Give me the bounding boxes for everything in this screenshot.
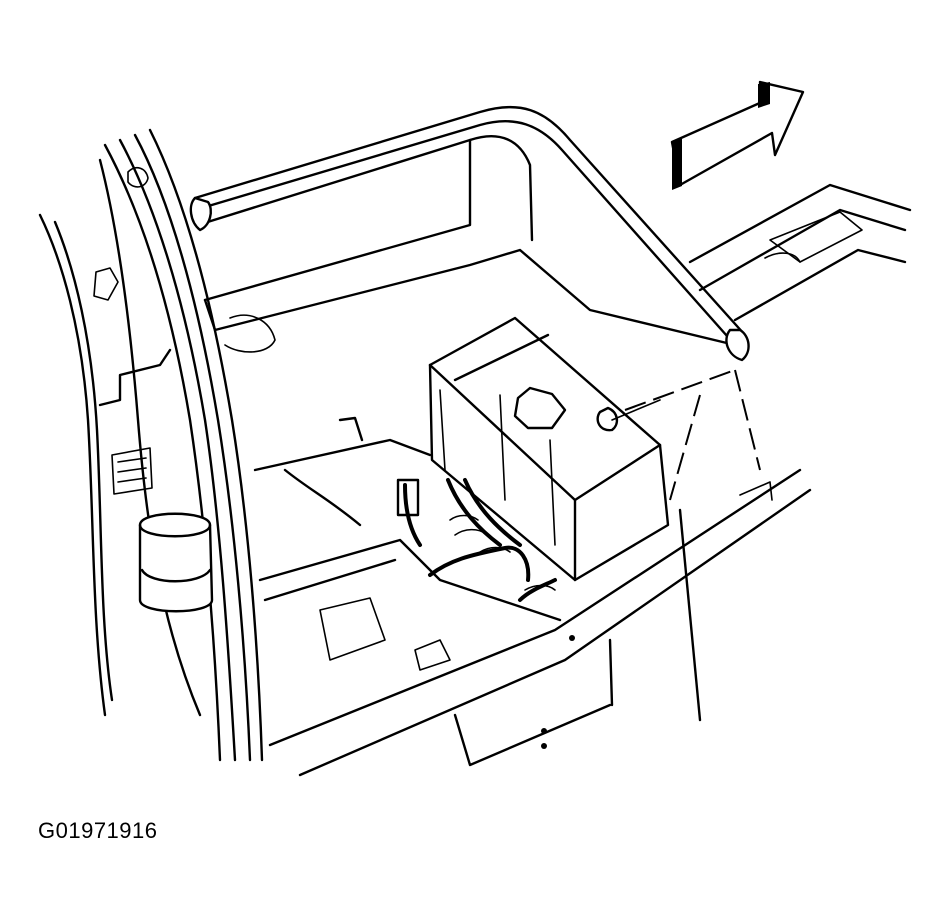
battery bbox=[428, 316, 670, 582]
lower-tray bbox=[253, 416, 562, 622]
front-sheet-metal bbox=[268, 468, 812, 777]
battery-cables bbox=[396, 478, 557, 602]
reservoir-cylinder bbox=[98, 348, 214, 613]
right-body-panel bbox=[688, 183, 912, 322]
battery-tray-frame bbox=[189, 105, 750, 362]
figure-code: G01971916 bbox=[38, 818, 158, 843]
direction-arrow-icon bbox=[670, 80, 805, 190]
door-pillar bbox=[103, 128, 264, 762]
left-fender bbox=[38, 158, 202, 717]
removal-guide-lines bbox=[624, 369, 761, 501]
hold-down-bolt-icon bbox=[596, 406, 619, 432]
battery-vent-cap-icon bbox=[513, 386, 567, 430]
